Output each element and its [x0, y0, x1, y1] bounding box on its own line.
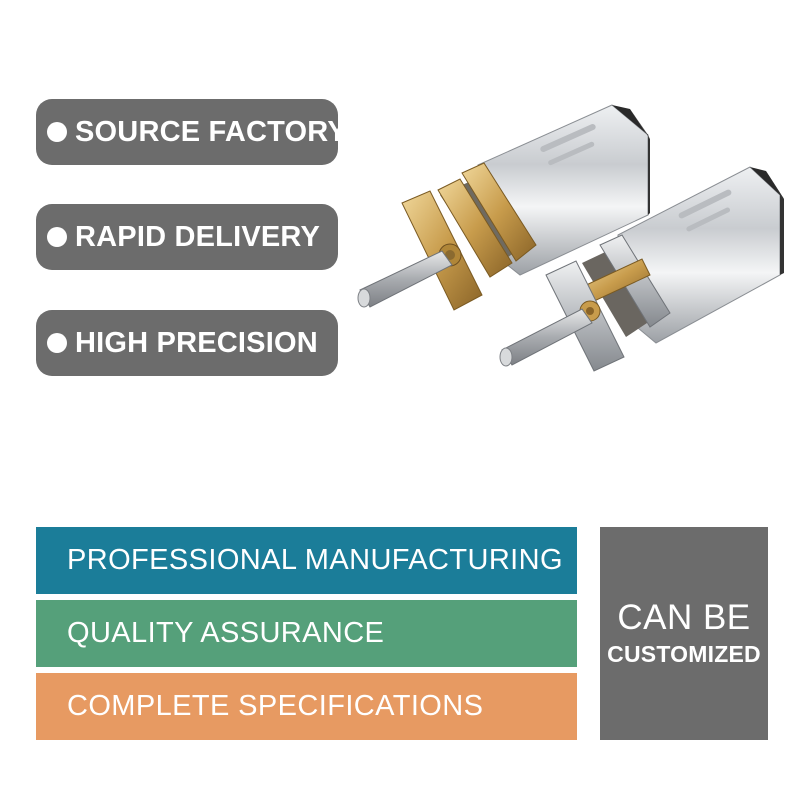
feature-pill-source-factory: SOURCE FACTORY	[36, 99, 347, 165]
band-complete-specifications: COMPLETE SPECIFICATIONS	[36, 673, 577, 740]
feature-pill-rapid-delivery: RAPID DELIVERY	[36, 204, 338, 270]
feature-pill-high-precision: HIGH PRECISION	[36, 310, 338, 376]
gear-motor-pair-icon	[357, 104, 784, 372]
bullet-dot-icon	[47, 227, 67, 247]
band-professional-manufacturing: PROFESSIONAL MANUFACTURING	[36, 527, 577, 594]
bullet-dot-icon	[47, 122, 67, 142]
band-label: COMPLETE SPECIFICATIONS	[67, 690, 484, 722]
band-quality-assurance: QUALITY ASSURANCE	[36, 600, 577, 667]
band-label: QUALITY ASSURANCE	[67, 617, 385, 649]
bullet-dot-icon	[47, 333, 67, 353]
band-label: PROFESSIONAL MANUFACTURING	[67, 544, 563, 576]
customization-box: CAN BE CUSTOMIZED	[600, 527, 768, 740]
feature-label: HIGH PRECISION	[75, 326, 318, 359]
custom-line-1: CAN BE	[617, 597, 751, 637]
feature-label: SOURCE FACTORY	[75, 115, 347, 148]
custom-line-2: CUSTOMIZED	[607, 640, 761, 667]
feature-label: RAPID DELIVERY	[75, 220, 321, 253]
